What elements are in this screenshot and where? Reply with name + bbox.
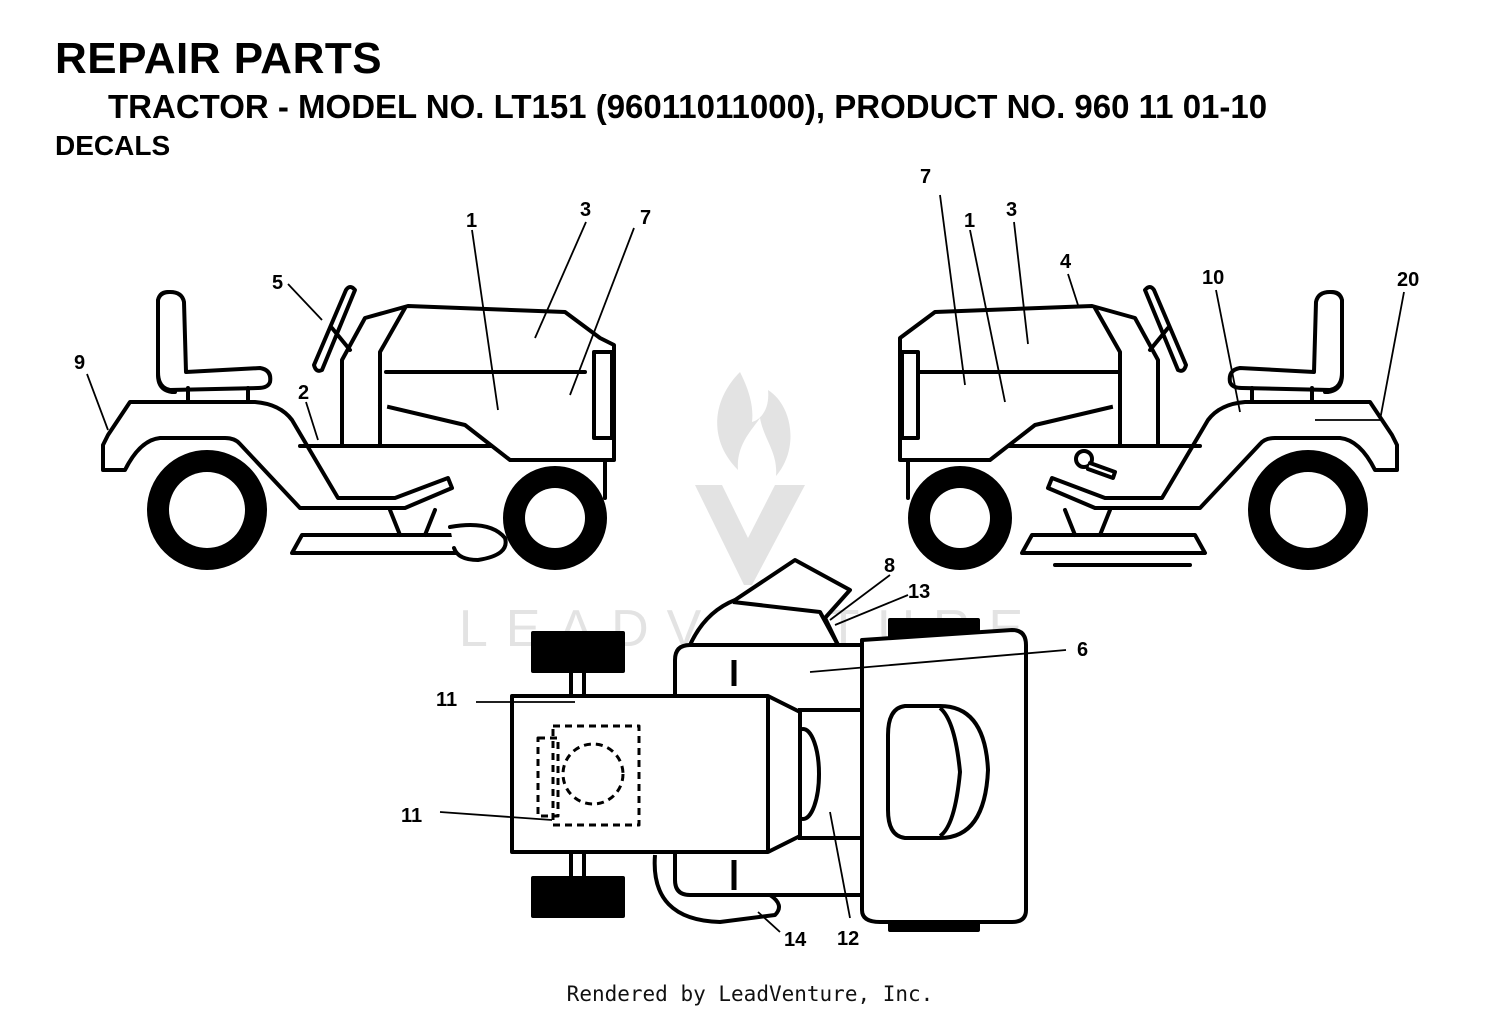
callout-top-13: 13 — [908, 581, 930, 603]
callout-left-2: 2 — [298, 382, 309, 404]
callout-right-10: 10 — [1202, 267, 1224, 289]
callout-top-6: 6 — [1077, 639, 1088, 661]
tractor-top-view — [510, 558, 1028, 932]
callout-top-14: 14 — [784, 929, 807, 951]
callout-top-12: 12 — [837, 928, 859, 950]
footer-credit: Rendered by LeadVenture, Inc. — [566, 982, 934, 1006]
callout-left-1: 1 — [466, 210, 477, 232]
callout-top-11-lower: 11 — [401, 805, 422, 827]
callout-left-9: 9 — [74, 352, 85, 374]
callout-top-11-upper: 11 — [436, 689, 457, 711]
page-subtitle: TRACTOR - MODEL NO. LT151 (96011011000),… — [108, 88, 1268, 125]
tractor-left-view — [101, 285, 616, 570]
callout-left-3: 3 — [580, 199, 591, 221]
callout-right-1: 1 — [964, 210, 975, 232]
callout-left-7: 7 — [640, 207, 651, 229]
callout-right-4: 4 — [1060, 251, 1072, 273]
leader-lines — [86, 194, 1405, 933]
callout-right-3: 3 — [1006, 199, 1017, 221]
callout-labels: 1 3 7 5 9 2 7 1 3 4 10 20 8 13 6 11 11 1… — [74, 166, 1419, 951]
page-title: REPAIR PARTS — [55, 34, 383, 83]
callout-right-7: 7 — [920, 166, 931, 188]
callout-top-8: 8 — [884, 555, 895, 577]
tractor-right-view — [898, 285, 1399, 570]
section-title: DECALS — [55, 130, 171, 161]
callout-right-20: 20 — [1397, 269, 1419, 291]
callout-left-5: 5 — [272, 272, 283, 294]
